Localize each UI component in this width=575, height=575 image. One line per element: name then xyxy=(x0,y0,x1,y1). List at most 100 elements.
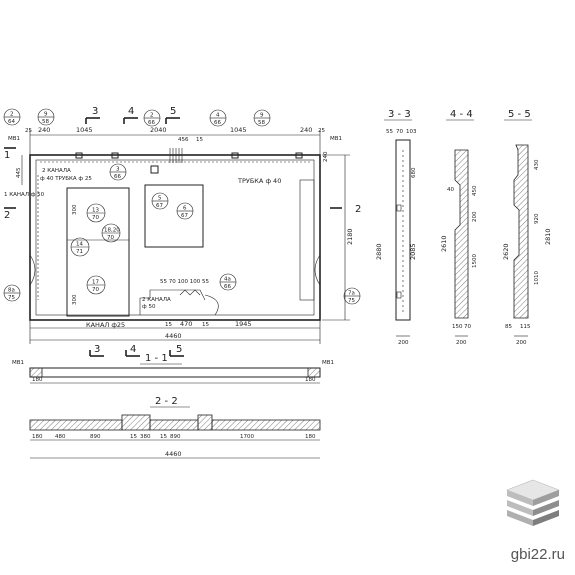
svg-text:67: 67 xyxy=(181,213,188,219)
svg-text:МВ1: МВ1 xyxy=(322,360,334,366)
door-opening xyxy=(66,187,130,317)
svg-text:70: 70 xyxy=(107,235,114,241)
callout: 4 66 xyxy=(209,109,227,127)
svg-text:3: 3 xyxy=(94,344,100,355)
dim-top: 15 xyxy=(196,137,203,143)
embed-plate xyxy=(75,152,83,159)
window-opening xyxy=(144,184,204,248)
embed-plate xyxy=(231,152,239,159)
svg-text:380: 380 xyxy=(140,434,151,440)
callout: 2 64 xyxy=(3,108,21,126)
section-title: 1 - 1 xyxy=(145,353,168,364)
svg-text:13: 13 xyxy=(92,208,99,214)
svg-text:115: 115 xyxy=(520,324,531,330)
svg-text:70: 70 xyxy=(92,215,99,221)
pipe-label: ТРУБКА ф 40 xyxy=(237,177,281,185)
dim-left: 300 xyxy=(72,294,78,305)
callout: 3 66 xyxy=(109,163,127,181)
svg-text:15: 15 xyxy=(130,434,137,440)
dim-right: 2180 xyxy=(346,228,354,245)
svg-text:64: 64 xyxy=(8,119,15,125)
embed-plate xyxy=(111,152,119,159)
section-mark-2-right: 2 xyxy=(330,204,361,215)
svg-text:85: 85 xyxy=(505,324,512,330)
svg-text:890: 890 xyxy=(90,434,101,440)
svg-text:1: 1 xyxy=(4,150,10,161)
channel-label: ф 50 xyxy=(142,304,156,310)
channel-bend xyxy=(139,289,206,315)
svg-text:2610: 2610 xyxy=(440,235,448,252)
svg-text:71: 71 xyxy=(76,249,83,255)
dim-top: 240 xyxy=(300,126,312,134)
channel-label: 2 КАНАЛА xyxy=(42,168,71,174)
dim-top: 1045 xyxy=(230,126,247,134)
svg-text:66: 66 xyxy=(148,120,155,126)
svg-text:180: 180 xyxy=(305,377,316,383)
svg-text:200: 200 xyxy=(398,340,409,346)
svg-text:70: 70 xyxy=(464,324,471,330)
svg-text:1700: 1700 xyxy=(240,434,254,440)
svg-text:58: 58 xyxy=(258,120,265,126)
dim-top: 25 xyxy=(318,128,325,134)
section-mark-1-left: 1 xyxy=(4,147,16,161)
mv1-label: МВ1 xyxy=(330,136,342,142)
svg-text:1010: 1010 xyxy=(534,271,540,285)
channel-label: 1 КАНАЛ ф 50 xyxy=(4,192,45,198)
svg-text:450: 450 xyxy=(472,185,478,196)
dim-top: 456 xyxy=(178,137,189,143)
svg-text:40: 40 xyxy=(447,187,454,193)
svg-text:70: 70 xyxy=(92,287,99,293)
svg-text:180: 180 xyxy=(32,434,43,440)
main-plan: 240 1045 2040 456 15 1045 240 25 25 4460… xyxy=(3,106,361,357)
callout: 14 71 xyxy=(70,237,90,257)
svg-text:67: 67 xyxy=(156,203,163,209)
section-mark-5-top: 5 xyxy=(165,106,180,124)
callout: 9 58 xyxy=(37,108,55,126)
callout: 17 70 xyxy=(86,275,106,295)
svg-text:70: 70 xyxy=(396,129,403,135)
section-5-5: 5 - 5 200 85 115 430 920 1010 2810 2620 xyxy=(502,109,552,346)
svg-text:2880: 2880 xyxy=(375,243,383,260)
section-title: 4 - 4 xyxy=(450,109,473,120)
section-mark-5-bottom: 5 xyxy=(169,344,184,357)
section-4-4: 4 - 4 200 150 70 450 2610 1500 200 40 xyxy=(440,109,478,346)
callout: 4а 66 xyxy=(219,273,237,291)
embed-plate xyxy=(295,152,303,159)
svg-text:180: 180 xyxy=(32,377,43,383)
svg-text:2810: 2810 xyxy=(544,228,552,245)
pipe-label: ф 40 ТРУБКА ф 25 xyxy=(40,176,92,182)
svg-text:2: 2 xyxy=(4,210,10,221)
dim-top: 2040 xyxy=(150,126,167,134)
section-title: 3 - 3 xyxy=(388,109,411,120)
svg-text:4460: 4460 xyxy=(165,450,182,458)
dim-top: 1045 xyxy=(76,126,93,134)
svg-text:5: 5 xyxy=(158,196,162,202)
section-1-1: 1 - 1 180 180 МВ1 МВ1 xyxy=(12,353,334,384)
section-title: 2 - 2 xyxy=(155,396,178,407)
section-mark-4-top: 4 xyxy=(123,106,138,124)
svg-text:66: 66 xyxy=(114,174,121,180)
svg-text:200: 200 xyxy=(516,340,527,346)
section-mark-2-left: 2 xyxy=(4,207,16,221)
callout: 7а 75 xyxy=(343,287,361,305)
svg-text:4а: 4а xyxy=(224,277,231,283)
svg-text:55: 55 xyxy=(386,129,393,135)
callout: 18,20 70 xyxy=(101,223,121,243)
svg-text:5: 5 xyxy=(170,106,176,117)
svg-text:66: 66 xyxy=(224,284,231,290)
dim-right: 240 xyxy=(323,151,329,162)
dim-bottom: 4460 xyxy=(165,332,182,340)
pipe-bundle xyxy=(169,148,183,163)
svg-text:75: 75 xyxy=(348,298,355,304)
socket-box xyxy=(150,165,159,174)
dim-left: 445 xyxy=(16,167,22,178)
callout: 6 67 xyxy=(176,202,194,220)
section-mark-3-bottom: 3 xyxy=(89,344,104,357)
svg-text:890: 890 xyxy=(170,434,181,440)
svg-text:680: 680 xyxy=(411,167,417,178)
callout: 5 67 xyxy=(151,192,169,210)
grid-label: 55 70 100 100 55 xyxy=(160,279,209,285)
svg-text:2085: 2085 xyxy=(409,243,417,260)
callout: 2 66 xyxy=(143,109,161,127)
channel-label: 2 КАНАЛА xyxy=(142,297,171,303)
